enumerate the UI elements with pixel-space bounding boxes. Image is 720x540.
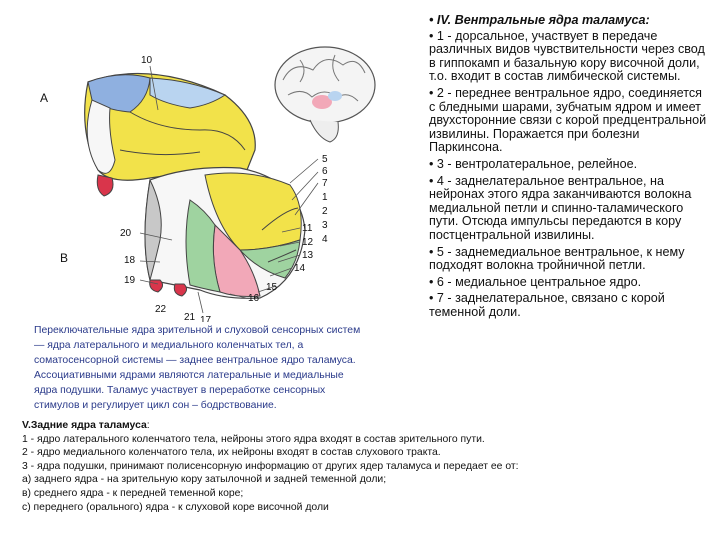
label-5: 5 (322, 154, 328, 165)
label-7: 7 (322, 178, 328, 189)
list-item: а) заднего ядра - на зрительную кору зат… (22, 474, 387, 486)
thalamus-block-b (144, 166, 306, 299)
section-heading: V.Задние ядра таламуса: (22, 419, 712, 433)
section-heading-colon: : (146, 420, 150, 431)
label-17: 17 (200, 315, 212, 326)
brain-outline-icon (274, 46, 376, 143)
label-20: 20 (120, 228, 132, 239)
label-18: 18 (124, 255, 136, 266)
section-heading: • IV. Вентральные ядра таламуса: (429, 13, 650, 27)
label-10: 10 (141, 55, 153, 66)
label-14: 14 (294, 263, 306, 274)
list-item: 1 - ядро латерального коленчатого тела, … (22, 433, 485, 445)
label-1: 1 (322, 192, 328, 203)
thalamus-diagram: A B 10 5 6 7 1 2 3 4 11 12 13 14 15 16 1… (40, 46, 376, 326)
caption-line: Переключательные ядра зрительной и слухо… (34, 325, 361, 336)
posterior-nuclei-section: V.Задние ядра таламуса: 1 - ядро латерал… (22, 419, 712, 514)
caption-line: — ядра латерального и медиального коленч… (34, 340, 304, 351)
label-3: 3 (322, 220, 328, 231)
label-4: 4 (322, 234, 328, 245)
list-item: • 1 - дорсальное, участвует в передаче р… (429, 28, 705, 84)
thalamus-illustration: A B 10 5 6 7 1 2 3 4 11 12 13 14 15 16 1… (0, 0, 430, 410)
label-12: 12 (302, 237, 314, 248)
label-2: 2 (322, 206, 328, 217)
list-item: • 2 - переднее вентральное ядро, соединя… (429, 85, 707, 155)
label-22: 22 (155, 304, 167, 315)
label-13: 13 (302, 250, 314, 261)
leader-lines (139, 65, 319, 314)
list-item: • 5 - заднемедиальное вентральное, к нем… (429, 244, 685, 273)
caption-line: ядра подушки. Таламус участвует в перера… (34, 385, 326, 396)
label-6: 6 (322, 166, 328, 177)
label-21: 21 (184, 312, 196, 323)
list-item: 3 - ядра подушки, принимают полисенсорну… (22, 460, 519, 472)
caption-line: стимулов и регулирует цикл сон – бодрств… (34, 400, 277, 411)
list-item: в) среднего ядра - к передней теменной к… (22, 487, 244, 499)
list-item: • 3 - вентролатеральное, релейное. (429, 156, 638, 171)
ventral-nuclei-section: • IV. Вентральные ядра таламуса: • 1 - д… (429, 13, 711, 322)
list-item: с) переднего (орального) ядра - к слухов… (22, 501, 329, 513)
label-11: 11 (302, 223, 313, 234)
list-item: 2 - ядро медиального коленчатого тела, и… (22, 447, 441, 459)
panel-label-b: B (60, 251, 68, 265)
caption-line: Ассоциативными ядрами являются латеральн… (34, 370, 344, 381)
thalamus-block-a (84, 72, 256, 197)
figure-caption: Переключательные ядра зрительной и слухо… (34, 322, 419, 413)
label-15: 15 (266, 282, 278, 293)
section-heading-bold: V.Задние ядра таламуса (22, 420, 147, 431)
list-item: • 6 - медиальное центральное ядро. (429, 274, 642, 289)
panel-label-a: A (40, 91, 48, 105)
caption-line: соматосенсорной системы — заднее вентрал… (34, 355, 356, 366)
list-item: • 7 - заднелатеральное, связано с корой … (429, 291, 665, 319)
label-16: 16 (248, 293, 260, 304)
list-item: • 4 - заднелатеральное вентральное, на н… (429, 173, 692, 242)
label-19: 19 (124, 275, 136, 286)
